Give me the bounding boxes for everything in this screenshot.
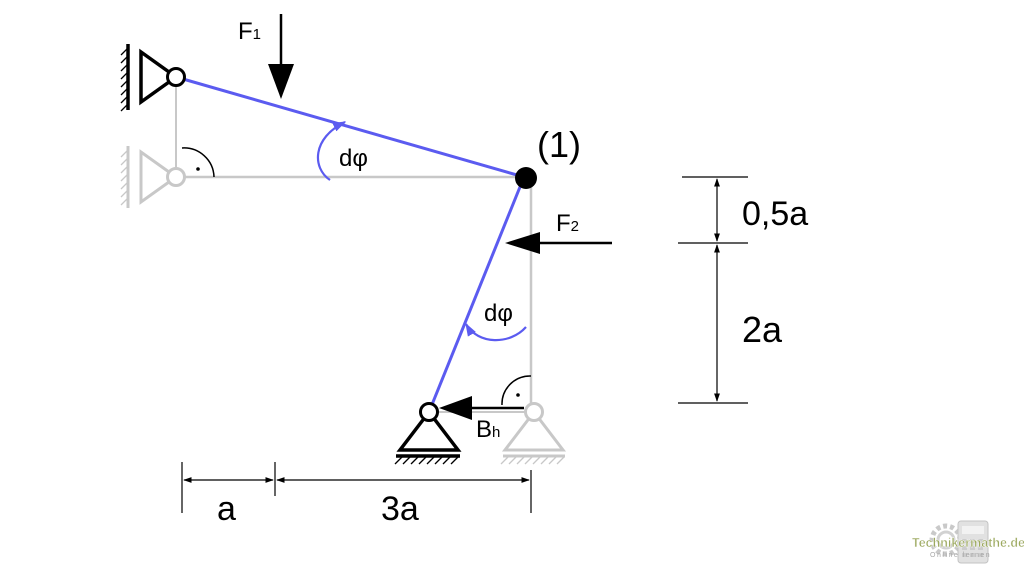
displaced-upper-member — [175, 75, 525, 179]
original-fixed-support-left — [120, 146, 186, 208]
original-support-bottom — [500, 402, 567, 465]
dimension-horizontal — [181, 462, 532, 513]
calculator-icon — [957, 520, 989, 564]
displaced-configuration — [175, 75, 527, 413]
label-angle-upper: dφ — [339, 145, 368, 172]
label-f1: F1 — [238, 18, 261, 45]
dimension-vertical — [678, 176, 748, 404]
fixed-support-upper — [120, 44, 186, 112]
right-angle-marker-lower — [501, 375, 532, 406]
right-angle-dot-upper — [196, 167, 200, 171]
original-configuration — [120, 77, 567, 465]
support-bottom-displaced — [394, 402, 462, 465]
watermark-logo: Technikermathe.de Online lernen — [912, 520, 1024, 564]
label-dim-a: a — [217, 490, 236, 528]
displaced-lower-member — [427, 176, 526, 413]
label-dim-3a: 3a — [381, 490, 419, 528]
hinge-bottom — [419, 402, 439, 422]
right-angle-dot-lower — [516, 393, 520, 397]
angle-arc-upper — [316, 121, 347, 181]
watermark-subtitle: Online lernen — [930, 552, 991, 559]
label-f2: F2 — [556, 210, 579, 237]
joint-1-dot — [515, 167, 537, 189]
label-dim-2a: 2a — [742, 309, 783, 350]
reaction-bh-arrow — [439, 396, 524, 420]
angle-arc-lower — [465, 322, 527, 342]
label-angle-lower: dφ — [484, 300, 513, 327]
label-dim-0-5a: 0,5a — [742, 195, 808, 233]
right-angle-marker-upper — [181, 147, 215, 178]
label-bh: Bh — [476, 416, 500, 443]
label-joint-1: (1) — [537, 124, 581, 165]
force-f1-arrow — [268, 14, 294, 99]
force-f2-arrow — [505, 232, 612, 254]
hinge-upper — [166, 67, 186, 87]
watermark-title: Technikermathe.de — [912, 536, 1024, 550]
